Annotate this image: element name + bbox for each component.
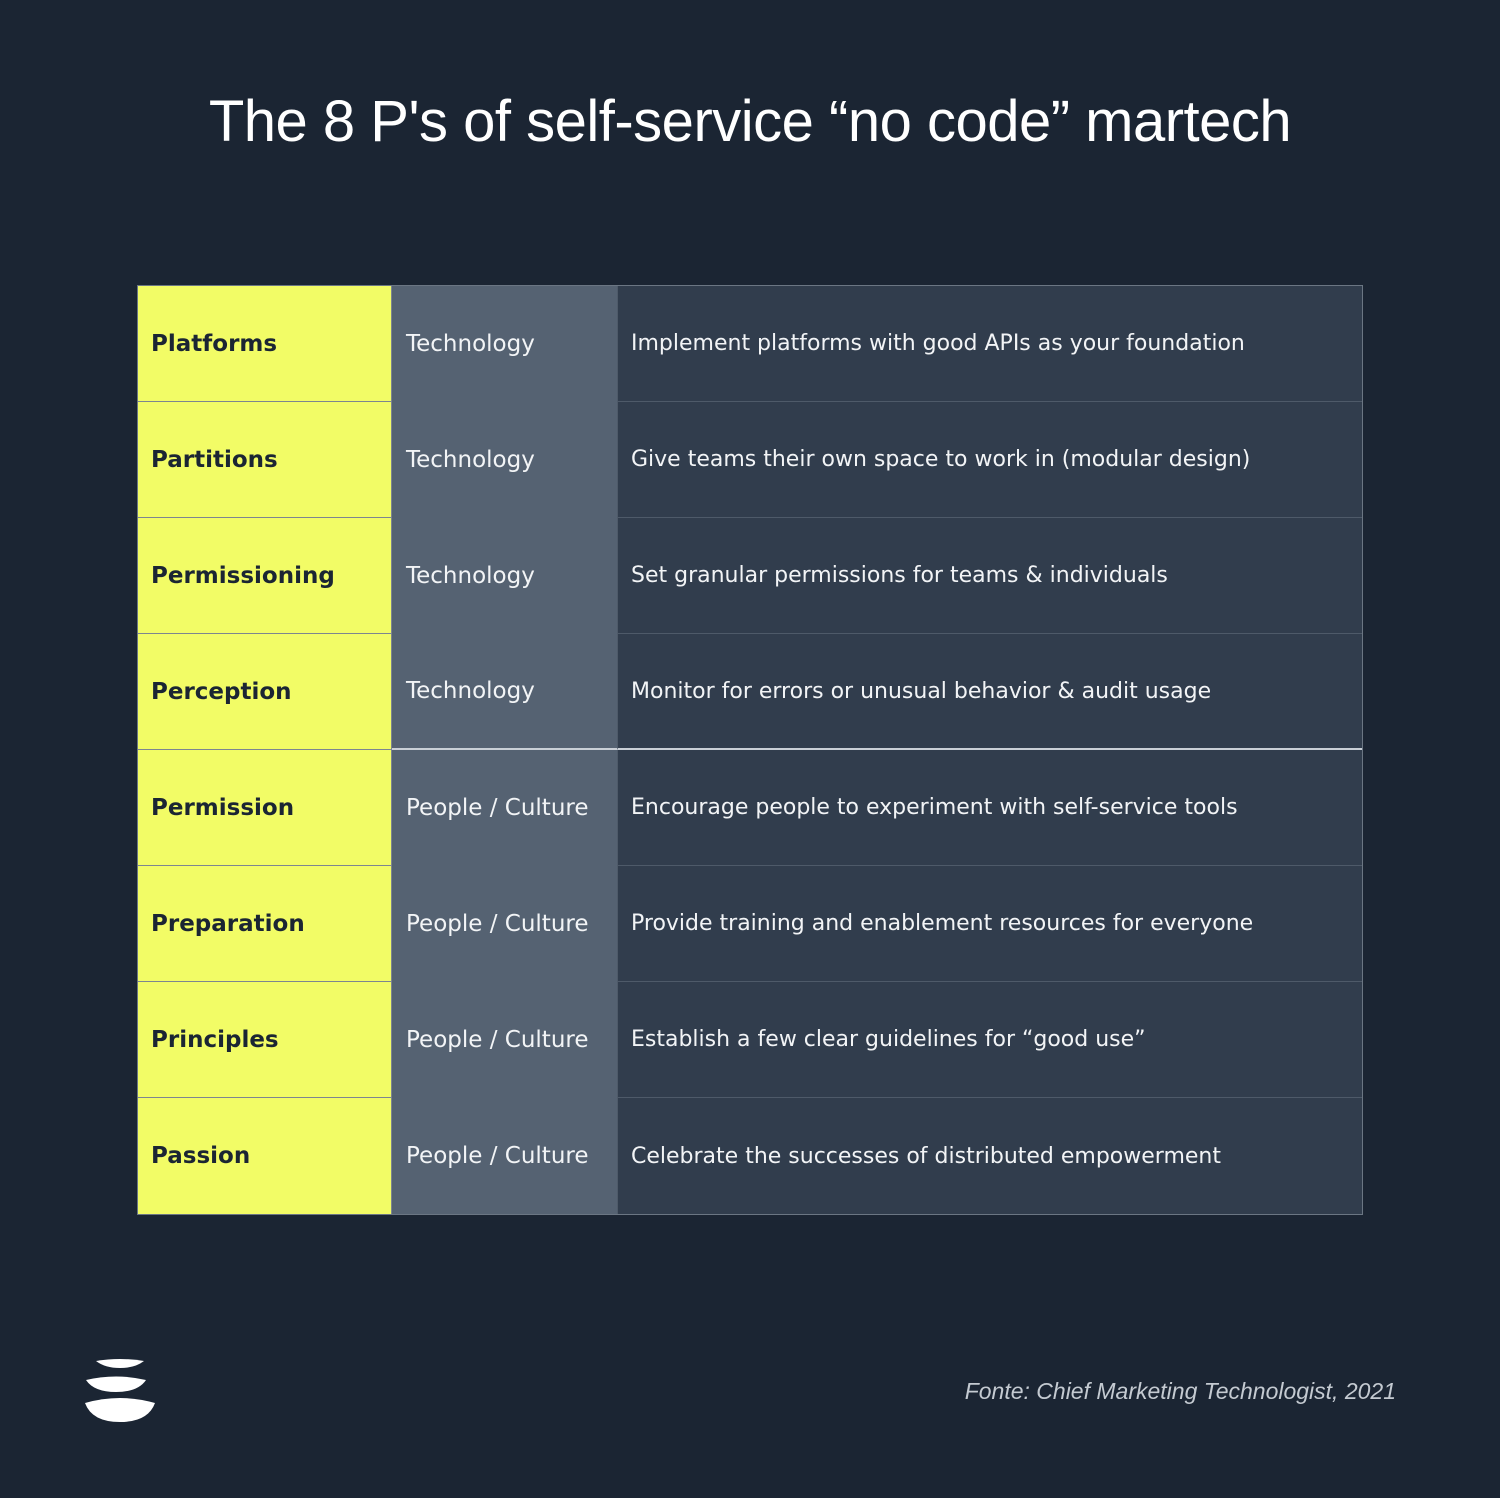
description-cell: Establish a few clear guidelines for “go…: [617, 982, 1362, 1098]
description-cell: Provide training and enablement resource…: [617, 866, 1362, 982]
category-cell: People / Culture: [392, 750, 617, 866]
p-name-cell: Preparation: [138, 866, 392, 982]
category-cell: People / Culture: [392, 1098, 617, 1214]
source-caption: Fonte: Chief Marketing Technologist, 202…: [964, 1378, 1396, 1404]
description-cell: Monitor for errors or unusual behavior &…: [617, 634, 1362, 750]
p-name-cell: Partitions: [138, 402, 392, 518]
category-cell: Technology: [392, 286, 617, 402]
category-cell: People / Culture: [392, 866, 617, 982]
p-name-cell: Permission: [138, 750, 392, 866]
logo-icon: [84, 1356, 156, 1430]
description-cell: Set granular permissions for teams & ind…: [617, 518, 1362, 634]
p-name-cell: Platforms: [138, 286, 392, 402]
description-cell: Encourage people to experiment with self…: [617, 750, 1362, 866]
p-name-cell: Passion: [138, 1098, 392, 1214]
category-cell: Technology: [392, 518, 617, 634]
p-name-cell: Principles: [138, 982, 392, 1098]
category-cell: People / Culture: [392, 982, 617, 1098]
category-cell: Technology: [392, 634, 617, 750]
description-cell: Celebrate the successes of distributed e…: [617, 1098, 1362, 1214]
p-name-cell: Permissioning: [138, 518, 392, 634]
description-cell: Give teams their own space to work in (m…: [617, 402, 1362, 518]
description-cell: Implement platforms with good APIs as yo…: [617, 286, 1362, 402]
category-cell: Technology: [392, 402, 617, 518]
page-title: The 8 P's of self-service “no code” mart…: [208, 89, 1292, 154]
p-name-cell: Perception: [138, 634, 392, 750]
